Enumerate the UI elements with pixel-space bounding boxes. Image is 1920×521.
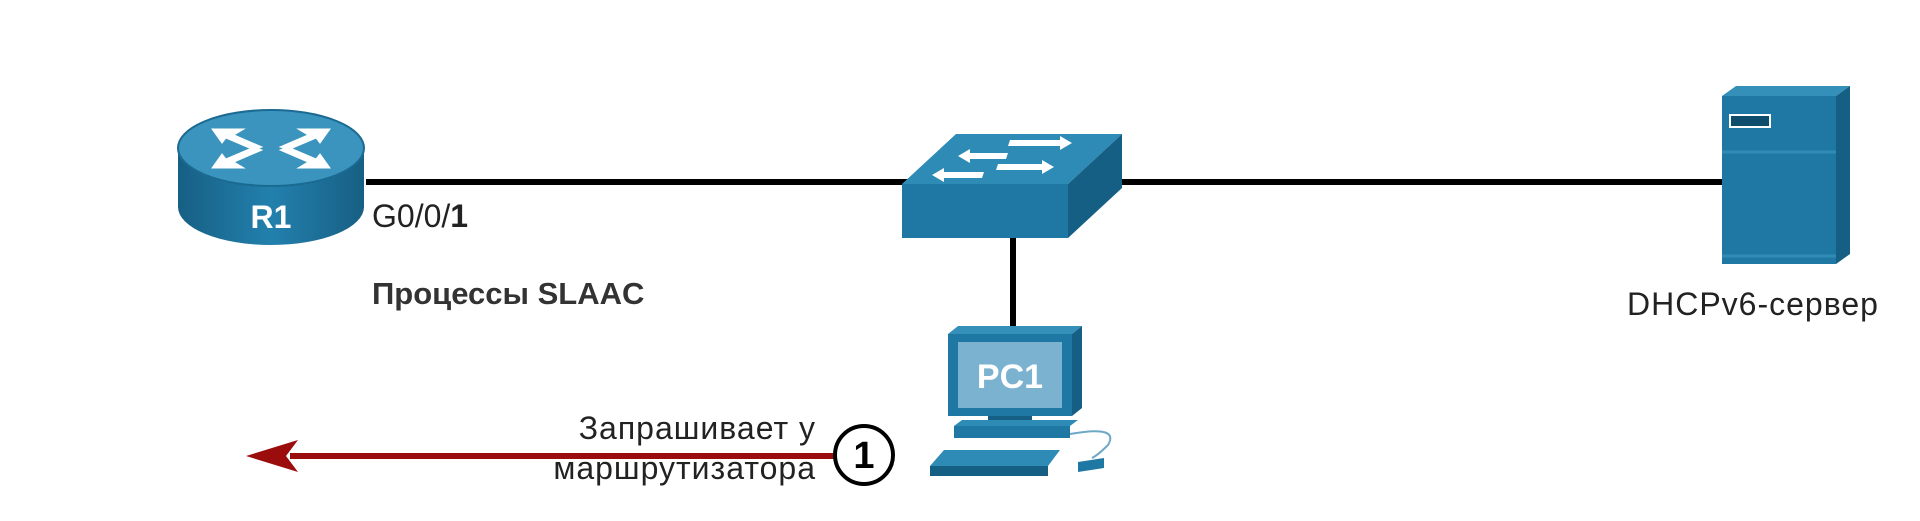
step-text-line2: маршрутизатора	[553, 450, 816, 486]
port-prefix: G0/0/	[372, 198, 451, 234]
step-number-badge: 1	[833, 424, 895, 486]
diagram-title: Процессы SLAAC	[372, 276, 645, 311]
mouse-icon	[1078, 458, 1104, 472]
step-arrow	[246, 440, 842, 472]
step-text-line1: Запрашивает у	[578, 410, 816, 446]
router-r1[interactable]: R1	[177, 109, 365, 245]
router-port-label: G0/0/1	[372, 198, 468, 235]
pc1[interactable]: PC1	[930, 326, 1112, 476]
switch-arrows-icon	[932, 136, 1072, 182]
step-number: 1	[853, 435, 874, 477]
switch[interactable]	[902, 134, 1122, 238]
router-name: R1	[251, 199, 292, 235]
router-arrows-icon	[211, 128, 331, 169]
mouse-cable	[1069, 430, 1112, 459]
server-drive-slot	[1729, 114, 1771, 128]
port-number: 1	[450, 198, 469, 234]
pc-screen	[958, 342, 1062, 408]
dhcpv6-server[interactable]	[1722, 86, 1850, 264]
pc-name: PC1	[977, 358, 1043, 396]
server-label: DHCPv6-сервер	[1627, 286, 1879, 322]
